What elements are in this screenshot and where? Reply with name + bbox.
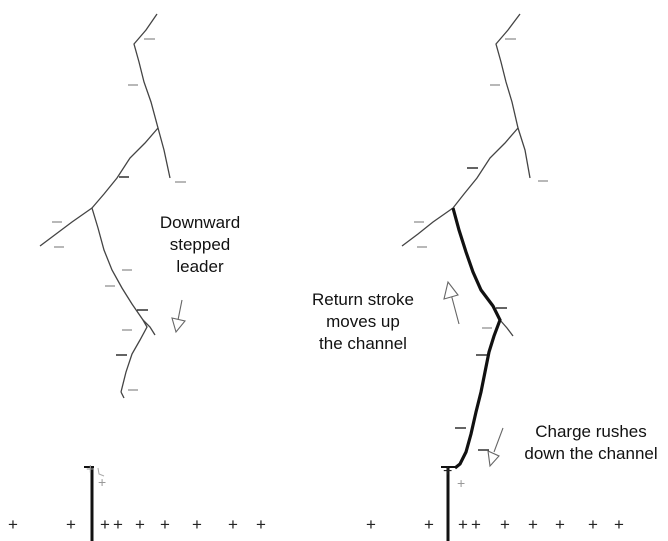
- positive-charge: +: [424, 515, 434, 534]
- right-leader-branch-lower: [499, 319, 514, 337]
- positive-charge: +: [366, 515, 376, 534]
- positive-charge: +: [614, 515, 624, 534]
- return-stroke-channel: [451, 207, 502, 470]
- positive-charge: +: [113, 515, 123, 534]
- right-ground-streamer: [441, 466, 455, 541]
- positive-charge: +: [135, 515, 145, 534]
- left-panel: [39, 13, 171, 399]
- left-negative-charges: [52, 38, 186, 391]
- charge-rushes-arrow: [487, 427, 504, 468]
- positive-charge: +: [192, 515, 202, 534]
- positive-charge: +: [555, 515, 565, 534]
- return-stroke-arrow: [443, 280, 460, 325]
- left-leader-channel: [91, 13, 159, 393]
- label-line: Charge rushes: [535, 422, 647, 441]
- label-line: moves up: [326, 312, 400, 331]
- positive-charge: +: [256, 515, 266, 534]
- label-line: Return stroke: [311, 290, 415, 309]
- right-leader-channel: [452, 13, 521, 209]
- positive-charge: +: [458, 515, 468, 534]
- positive-charge: +: [66, 515, 76, 534]
- left-leader-branch-lower: [142, 319, 156, 336]
- right-leader-branch-upper: [517, 127, 531, 179]
- positive-charge: +: [86, 461, 95, 478]
- left-leader-branch-mid: [39, 207, 93, 247]
- left-ground-streamer: [84, 466, 105, 541]
- return-stroke-label: Return stroke moves up the channel: [300, 289, 426, 355]
- label-line: Downward: [159, 213, 241, 232]
- positive-charge: +: [8, 515, 18, 534]
- right-leader-branch-mid: [401, 207, 454, 247]
- label-line: stepped: [169, 235, 231, 254]
- positive-charge: +: [443, 463, 452, 480]
- left-leader-arrow: [171, 299, 186, 334]
- positive-charge: +: [588, 515, 598, 534]
- label-line: the channel: [319, 334, 407, 353]
- positive-charge: +: [457, 475, 465, 491]
- positive-charge: +: [500, 515, 510, 534]
- charge-rushes-label: Charge rushes down the channel: [518, 421, 664, 465]
- streamer-positive-charges: + + + +: [86, 461, 465, 491]
- positive-charge: +: [98, 474, 106, 490]
- positive-charge: +: [228, 515, 238, 534]
- left-leader-branch-upper: [157, 127, 171, 179]
- ground-positive-charges: + + + + + + + + + + + + + + + + + +: [8, 515, 624, 534]
- right-panel: [401, 13, 531, 337]
- positive-charge: +: [160, 515, 170, 534]
- left-leader-branch-end: [120, 391, 125, 399]
- label-line: down the channel: [524, 444, 658, 463]
- positive-charge: +: [471, 515, 481, 534]
- downward-stepped-leader-label: Downward stepped leader: [140, 212, 260, 278]
- positive-charge: +: [100, 515, 110, 534]
- right-negative-charges: [414, 38, 548, 451]
- positive-charge: +: [528, 515, 538, 534]
- label-line: leader: [176, 257, 224, 276]
